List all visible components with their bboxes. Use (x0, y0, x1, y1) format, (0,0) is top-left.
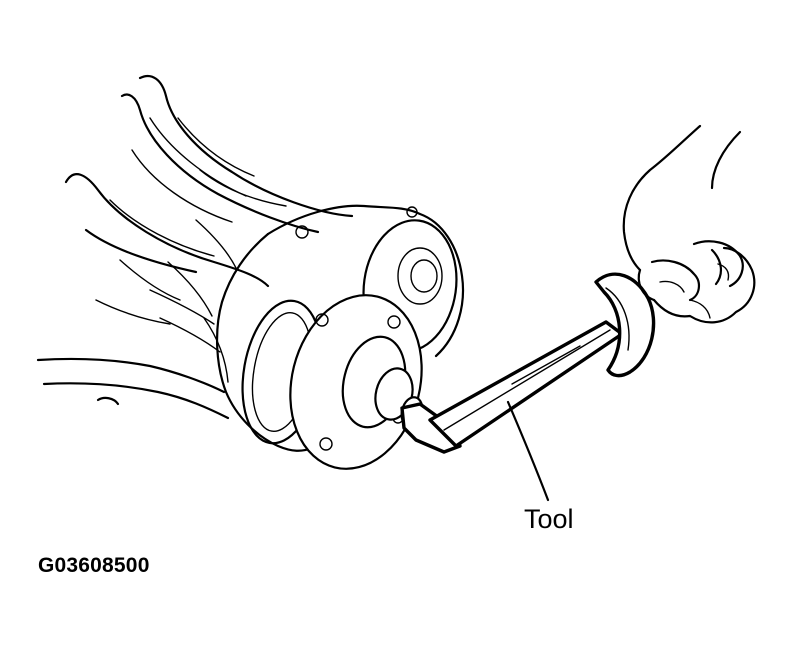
hand (622, 124, 756, 324)
axle-housing (36, 74, 465, 452)
axle-hub-flange (289, 294, 424, 470)
tool-callout-label: Tool (524, 504, 574, 534)
figure-id: G03608500 (38, 554, 150, 577)
t-handle-tool (400, 272, 656, 502)
